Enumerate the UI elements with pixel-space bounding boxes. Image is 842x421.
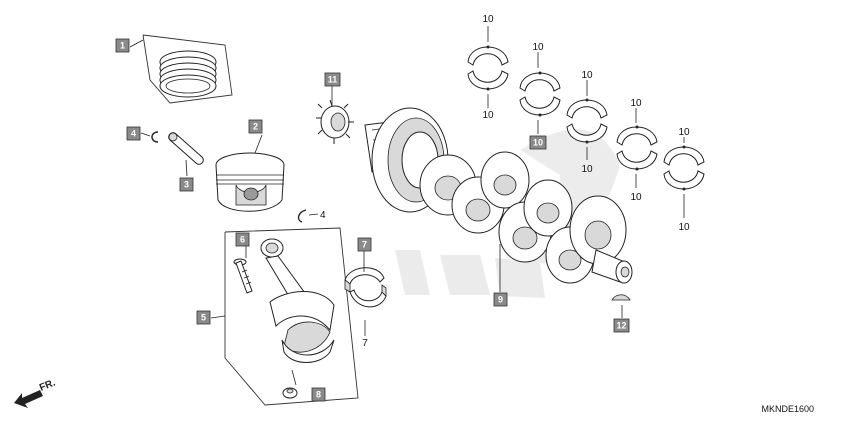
ref-label-main-bearing-c-bottom: 10	[581, 164, 593, 175]
ref-label-main-bearing-b-box: 10	[529, 135, 547, 150]
leader-lines	[129, 26, 685, 336]
connecting-rod-frame	[224, 227, 359, 406]
svg-text:10: 10	[581, 70, 593, 81]
ref-label-main-bearing-d-top: 10	[630, 98, 642, 109]
ref-label-piston: 2	[248, 119, 263, 134]
ref-label-connecting-rod-assy: 5	[196, 310, 211, 325]
ref-label-rod-nut: 8	[311, 387, 326, 402]
front-arrow-icon	[14, 390, 43, 408]
piston-clip-left	[151, 131, 159, 143]
svg-text:7: 7	[362, 240, 367, 250]
ref-label-rod-bearing-top: 7	[357, 237, 372, 252]
svg-text:4: 4	[131, 129, 136, 139]
svg-text:9: 9	[498, 295, 503, 305]
svg-text:2: 2	[253, 122, 258, 132]
svg-text:11: 11	[328, 75, 338, 85]
ref-label-clip-right: 4	[320, 210, 326, 221]
svg-text:6: 6	[240, 235, 245, 245]
svg-text:10: 10	[532, 42, 544, 53]
svg-text:12: 12	[616, 321, 626, 331]
svg-text:10: 10	[482, 110, 494, 121]
svg-text:3: 3	[184, 180, 189, 190]
connecting-rod	[260, 238, 335, 363]
svg-text:1: 1	[120, 41, 125, 51]
rod-nut	[282, 369, 298, 399]
ref-label-main-bearing-a-top: 10	[482, 14, 494, 25]
main-bearing-e	[663, 145, 705, 191]
ref-label-woodruff-key: 12	[613, 318, 630, 333]
svg-text:10: 10	[533, 138, 543, 148]
ref-label-clip-left: 4	[126, 126, 141, 141]
ref-label-rod-bolt: 6	[235, 232, 250, 247]
piston-pin	[168, 132, 204, 165]
piston-ring-set	[142, 34, 233, 104]
main-bearing-d	[616, 125, 658, 171]
ref-label-gear: 11	[324, 72, 341, 87]
svg-text:10: 10	[630, 98, 642, 109]
crankshaft	[364, 107, 633, 284]
ref-label-piston-ring-set: 1	[115, 38, 130, 53]
ref-label-main-bearing-b-top: 10	[532, 42, 544, 53]
svg-text:10: 10	[630, 192, 642, 203]
ref-label-crankshaft: 9	[493, 292, 508, 307]
main-bearing-b	[519, 71, 561, 117]
woodruff-key	[611, 294, 631, 301]
svg-text:10: 10	[581, 164, 593, 175]
rod-bolt	[233, 258, 253, 294]
piston	[215, 152, 285, 212]
ref-label-main-bearing-e-bottom: 10	[678, 222, 690, 233]
main-bearing-a	[467, 45, 509, 91]
ref-label-main-bearing-a-bottom: 10	[482, 110, 494, 121]
main-bearing-c	[566, 98, 608, 144]
svg-text:4: 4	[320, 210, 326, 221]
ref-label-main-bearing-c-top: 10	[581, 70, 593, 81]
svg-text:8: 8	[316, 390, 321, 400]
svg-text:7: 7	[362, 338, 368, 349]
timing-gear	[316, 99, 354, 144]
rod-bearing	[344, 267, 387, 308]
ref-label-main-bearing-e-top: 10	[678, 127, 690, 138]
svg-text:FR.: FR.	[38, 377, 57, 393]
svg-text:5: 5	[201, 313, 206, 323]
ref-label-piston-pin: 3	[179, 177, 194, 192]
ref-label-rod-bearing-bottom: 7	[362, 338, 368, 349]
front-direction-indicator: FR.	[14, 377, 57, 408]
svg-text:10: 10	[482, 14, 494, 25]
diagram-code: MKNDE1600	[761, 404, 814, 414]
ref-label-main-bearing-d-bottom: 10	[630, 192, 642, 203]
svg-text:10: 10	[678, 127, 690, 138]
piston-clip-right	[297, 209, 307, 223]
svg-text:10: 10	[678, 222, 690, 233]
